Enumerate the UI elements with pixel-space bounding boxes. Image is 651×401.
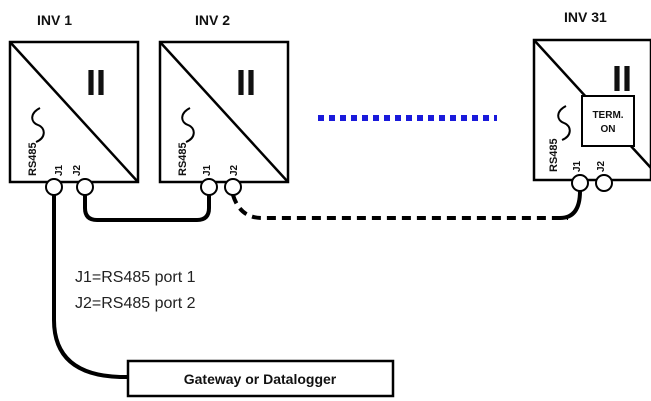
inverter-2-j2-label: J2 <box>229 164 240 176</box>
inverter-1-j2-label: J2 <box>72 164 83 176</box>
inverter-1-box <box>8 40 140 184</box>
termination-line2: ON <box>601 124 616 135</box>
gateway-datalogger: Gateway or Datalogger <box>126 359 395 398</box>
inverter-31-sine-icon <box>557 105 571 141</box>
gateway-box <box>126 359 395 398</box>
inverter-31-symbol: II <box>612 58 632 99</box>
legend-j1: J1=RS485 port 1 <box>75 269 196 286</box>
cable-inv31-j1-tail <box>559 190 582 220</box>
inverter-2-j2-jack <box>224 178 242 196</box>
inverter-2-j1-jack <box>200 178 218 196</box>
inverter-31-j2-jack <box>595 174 613 192</box>
inverter-1: INV 1 II RS485 J1 J2 <box>8 12 140 196</box>
termination-box <box>581 95 635 147</box>
gateway-label: Gateway or Datalogger <box>184 371 337 387</box>
inverter-31-rs485-label: RS485 <box>548 138 560 172</box>
inverter-1-j1-jack <box>45 178 63 196</box>
inverter-1-rs485-label: RS485 <box>27 142 39 176</box>
inverter-2-sine-icon <box>181 107 195 143</box>
inverter-2-j1-label: J1 <box>202 164 213 176</box>
inverter-1-sine-icon <box>31 107 45 143</box>
inverter-2-box <box>158 40 290 184</box>
cable-inv1-j2-to-inv2-j1 <box>83 195 211 222</box>
inverter-2-symbol: II <box>236 62 256 103</box>
inverter-2-rs485-label: RS485 <box>177 142 189 176</box>
inverter-31-j1-label: J1 <box>572 160 583 172</box>
inverter-2-diagonal <box>159 41 289 183</box>
legend-j2: J2=RS485 port 2 <box>75 295 196 312</box>
inverter-1-diagonal <box>9 41 139 183</box>
cable-inv2-j2-to-inv31-dotted <box>231 194 568 220</box>
inverter-31-j2-label: J2 <box>596 160 607 172</box>
inverter-2-title: INV 2 <box>195 12 230 28</box>
inverter-31-j1-jack <box>571 174 589 192</box>
inverter-31-title: INV 31 <box>564 9 607 25</box>
inverter-1-j2-jack <box>76 178 94 196</box>
inverter-31: INV 31 II TERM. ON RS485 J1 J2 <box>532 9 651 192</box>
inverter-31-box <box>532 38 651 182</box>
inverter-1-symbol: II <box>86 62 106 103</box>
cable-inv1-j1-to-gateway <box>52 195 128 379</box>
termination-line1: TERM. <box>592 110 623 121</box>
inverter-1-title: INV 1 <box>37 12 72 28</box>
inverter-2: INV 2 II RS485 J1 J2 <box>158 12 290 196</box>
inverter-1-j1-label: J1 <box>54 164 65 176</box>
